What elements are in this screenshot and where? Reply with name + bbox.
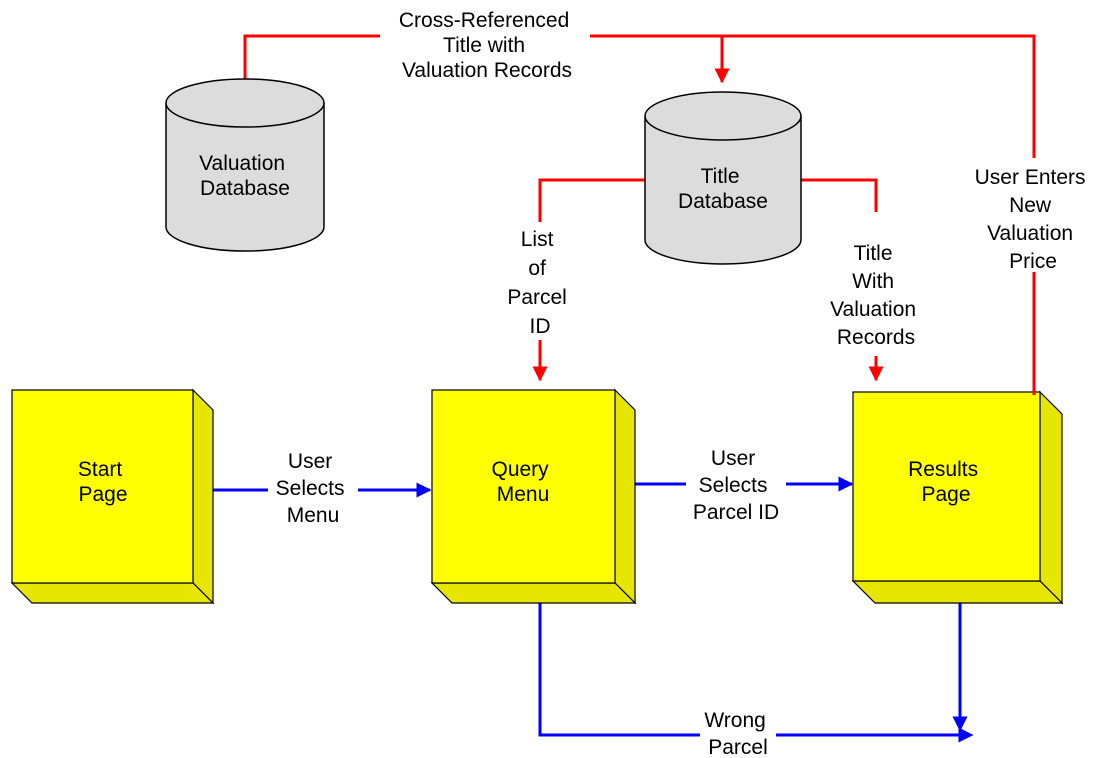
label-wrong-parcel: Wrong Parcel <box>700 709 776 758</box>
svg-text:Cross-Referenced Title w: Cross-Referenced Title with Valuation Re… <box>399 9 575 82</box>
title-database: Title Database <box>644 91 802 265</box>
valuation-database-body <box>165 103 325 252</box>
results-page-box: Results Page <box>851 380 1064 605</box>
valuation-database: Valuation Database <box>165 78 325 252</box>
start-page-label: Start Page <box>78 458 128 506</box>
label-cross-referenced: Cross-Referenced Title with Valuation Re… <box>380 6 590 90</box>
valuation-database-top <box>165 78 325 128</box>
query-menu-box-side <box>614 388 636 605</box>
connector-title-with-valuation <box>800 178 878 212</box>
start-page-box: Start Page <box>10 388 215 605</box>
query-menu-label: Query Menu <box>491 458 554 506</box>
svg-text:User Selects Menu: User Selects Menu <box>276 450 351 527</box>
start-page-box-bottom <box>10 582 215 604</box>
cross-ref-line-2: Title with <box>443 34 525 57</box>
svg-text:Title With Valuati: Title With Valuation Records <box>830 242 922 349</box>
results-page-box-bottom <box>851 580 1064 604</box>
title-database-top <box>644 91 802 141</box>
valuation-database-label: Valuation Database <box>199 152 291 200</box>
svg-text:Wrong Parcel: Wrong Parcel <box>704 709 771 758</box>
start-page-box-side <box>192 388 214 605</box>
svg-text:User Selects Parce: User Selects Parcel ID <box>693 447 779 524</box>
title-database-body <box>644 116 802 265</box>
label-user-selects-parcel-id: User Selects Parcel ID <box>686 444 786 528</box>
connector-wrong-parcel-back <box>532 578 974 743</box>
results-page-box-front <box>852 391 1041 582</box>
title-database-label: Title Database <box>678 165 768 213</box>
query-menu-box-bottom <box>430 582 637 604</box>
edge-title-with-valuation <box>800 178 884 382</box>
label-user-selects-menu: User Selects Menu <box>268 447 358 531</box>
cross-ref-line-3: Valuation Records <box>402 59 572 82</box>
label-title-with-valuation-records: Title With Valuation Records <box>826 236 926 354</box>
query-menu-box: Query Menu <box>430 388 637 605</box>
svg-text:User Enters New Va: User Enters New Valuation Price <box>975 166 1092 273</box>
svg-text:List of Parcel: List of Parcel ID <box>507 228 572 338</box>
cross-ref-line-1: Cross-Referenced <box>399 9 569 32</box>
label-user-enters-new-valuation-price: User Enters New Valuation Price <box>962 158 1101 273</box>
results-page-box-side <box>1039 390 1063 605</box>
results-page-label: Results Page <box>908 458 984 506</box>
label-list-of-parcel-id: List of Parcel ID <box>507 222 572 340</box>
start-page-box-front <box>11 389 194 584</box>
query-menu-box-front <box>431 389 616 584</box>
